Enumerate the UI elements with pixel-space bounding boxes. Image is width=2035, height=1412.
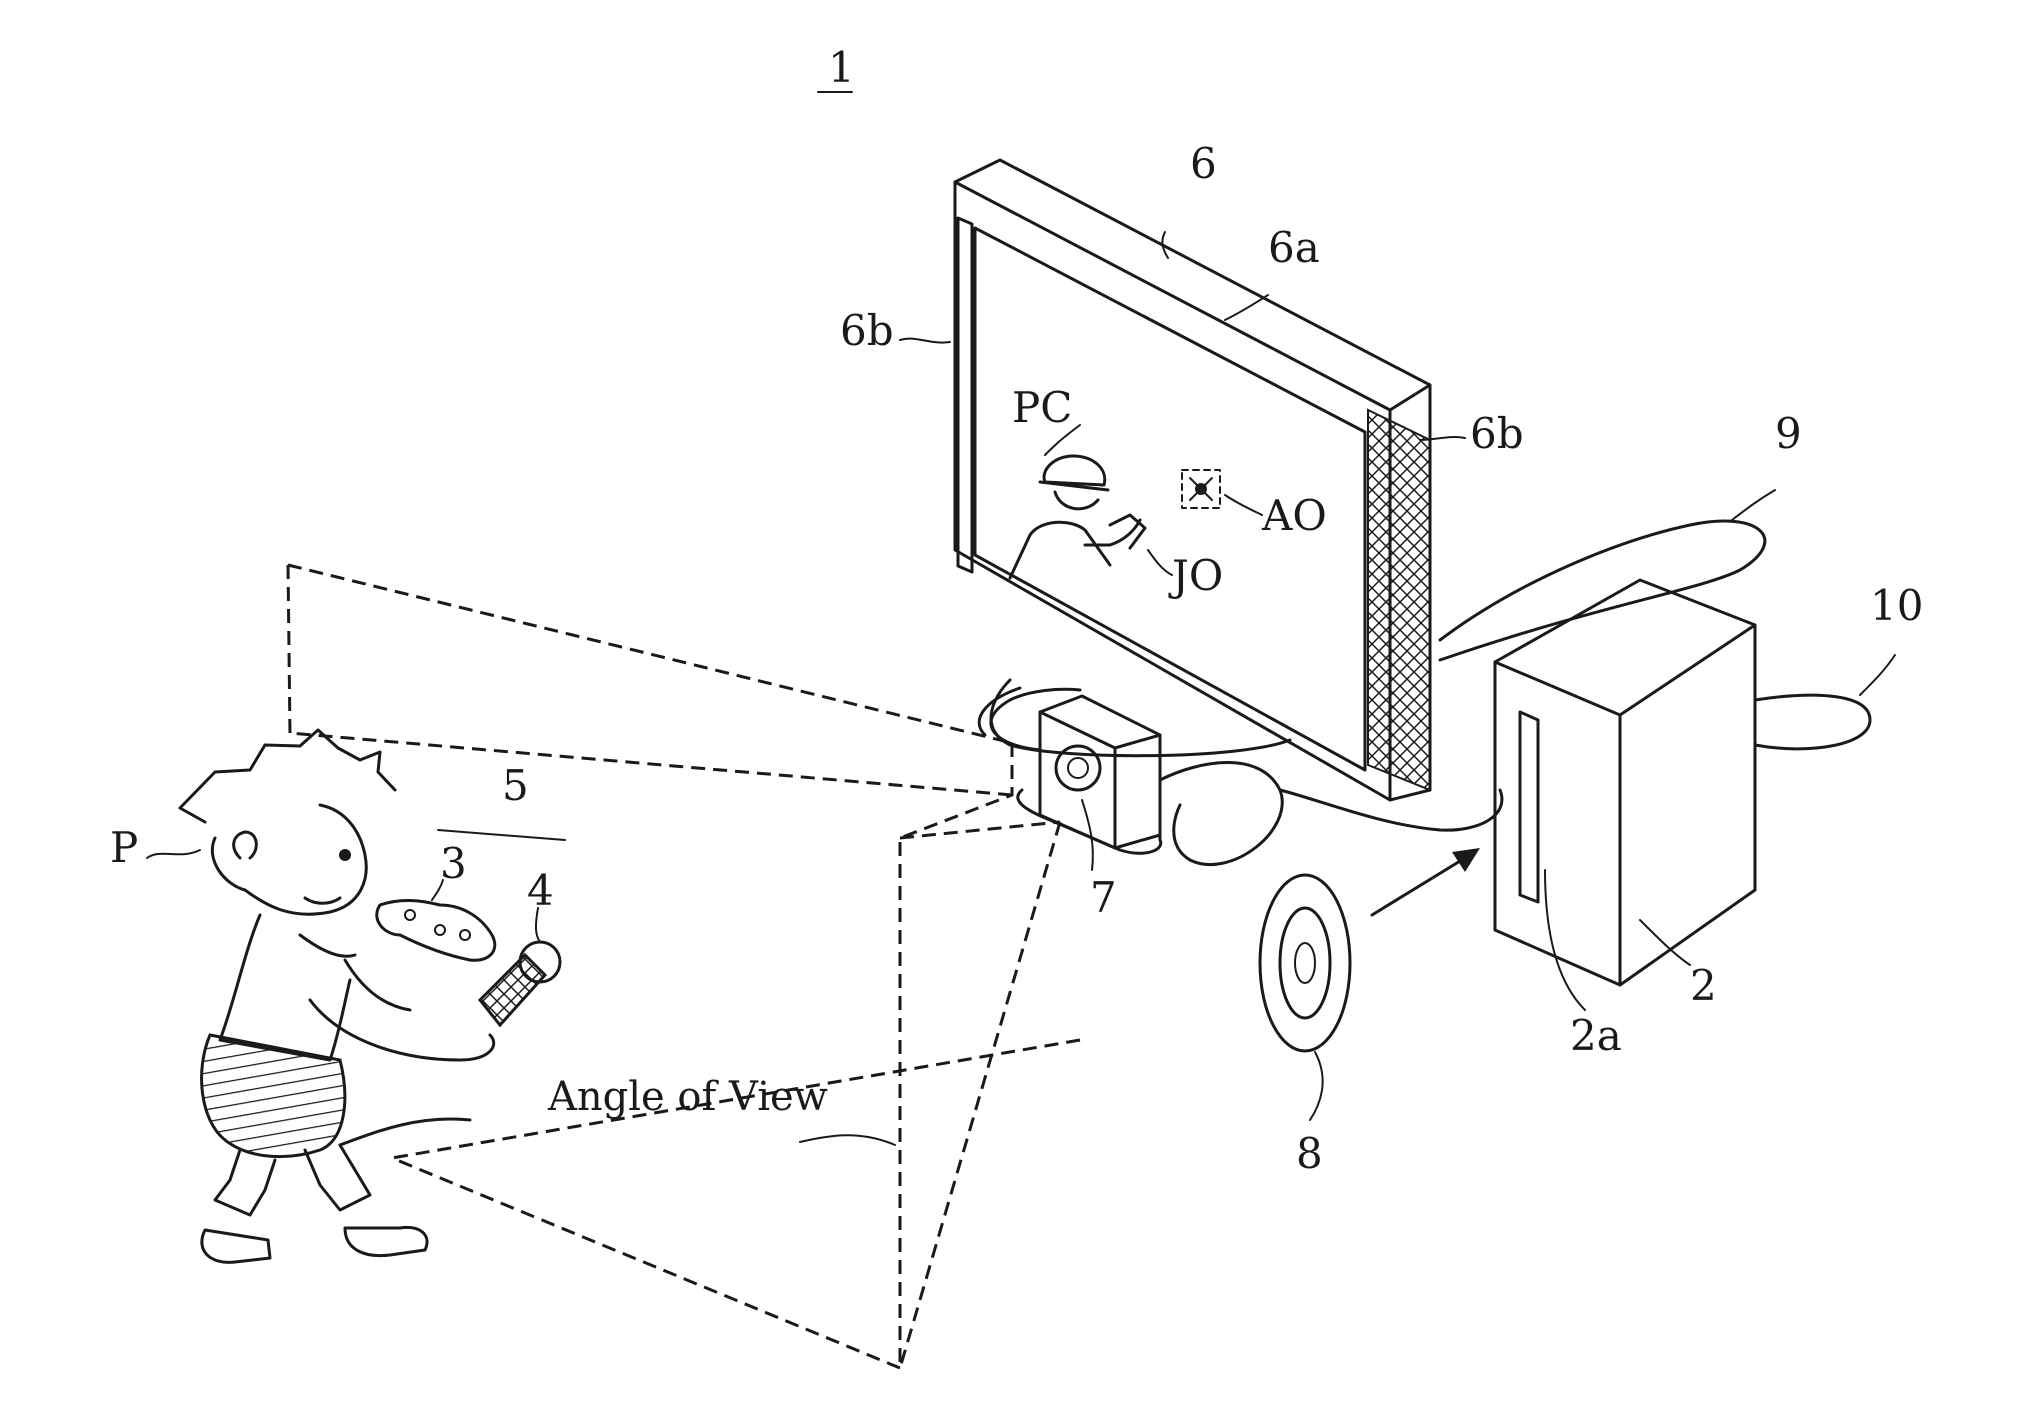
label-cable-tv: 9 bbox=[1775, 409, 1802, 458]
label-controller: 3 bbox=[440, 839, 467, 888]
cable-console bbox=[1755, 695, 1870, 749]
label-motion-controller: 4 bbox=[527, 866, 554, 915]
label-controller-set: 5 bbox=[502, 761, 529, 810]
figure-number: 1 bbox=[818, 43, 855, 92]
labels: 6 6a 6b 6b PC JO AO 9 10 2 2a 8 7 5 3 4 … bbox=[110, 139, 1923, 1178]
label-screen: 6a bbox=[1268, 223, 1320, 272]
cable-tv bbox=[1440, 521, 1765, 660]
label-angle-of-view: Angle of View bbox=[547, 1074, 828, 1120]
label-joystick-object: JO bbox=[1168, 551, 1223, 600]
controller bbox=[377, 900, 495, 960]
label-aim-object: AO bbox=[1261, 491, 1327, 540]
angle-of-view bbox=[288, 565, 1080, 1368]
disc bbox=[1260, 848, 1480, 1051]
svg-text:1: 1 bbox=[828, 43, 855, 92]
label-player: P bbox=[110, 823, 138, 872]
label-tv: 6 bbox=[1190, 139, 1217, 188]
disc-slot bbox=[1520, 712, 1538, 902]
right-speaker bbox=[1368, 410, 1430, 790]
label-speaker-right: 6b bbox=[1470, 409, 1524, 458]
game-console bbox=[1495, 580, 1755, 985]
label-speaker-left: 6b bbox=[840, 306, 894, 355]
label-camera: 7 bbox=[1090, 873, 1117, 922]
label-console: 2 bbox=[1690, 961, 1717, 1010]
left-speaker bbox=[958, 218, 972, 572]
label-player-character: PC bbox=[1012, 383, 1072, 432]
player bbox=[180, 730, 494, 1262]
aim-object bbox=[1182, 470, 1220, 508]
label-disc: 8 bbox=[1296, 1129, 1323, 1178]
player-character-on-screen bbox=[1010, 456, 1145, 578]
label-disc-slot: 2a bbox=[1570, 1011, 1622, 1060]
label-cable-console: 10 bbox=[1870, 581, 1923, 630]
